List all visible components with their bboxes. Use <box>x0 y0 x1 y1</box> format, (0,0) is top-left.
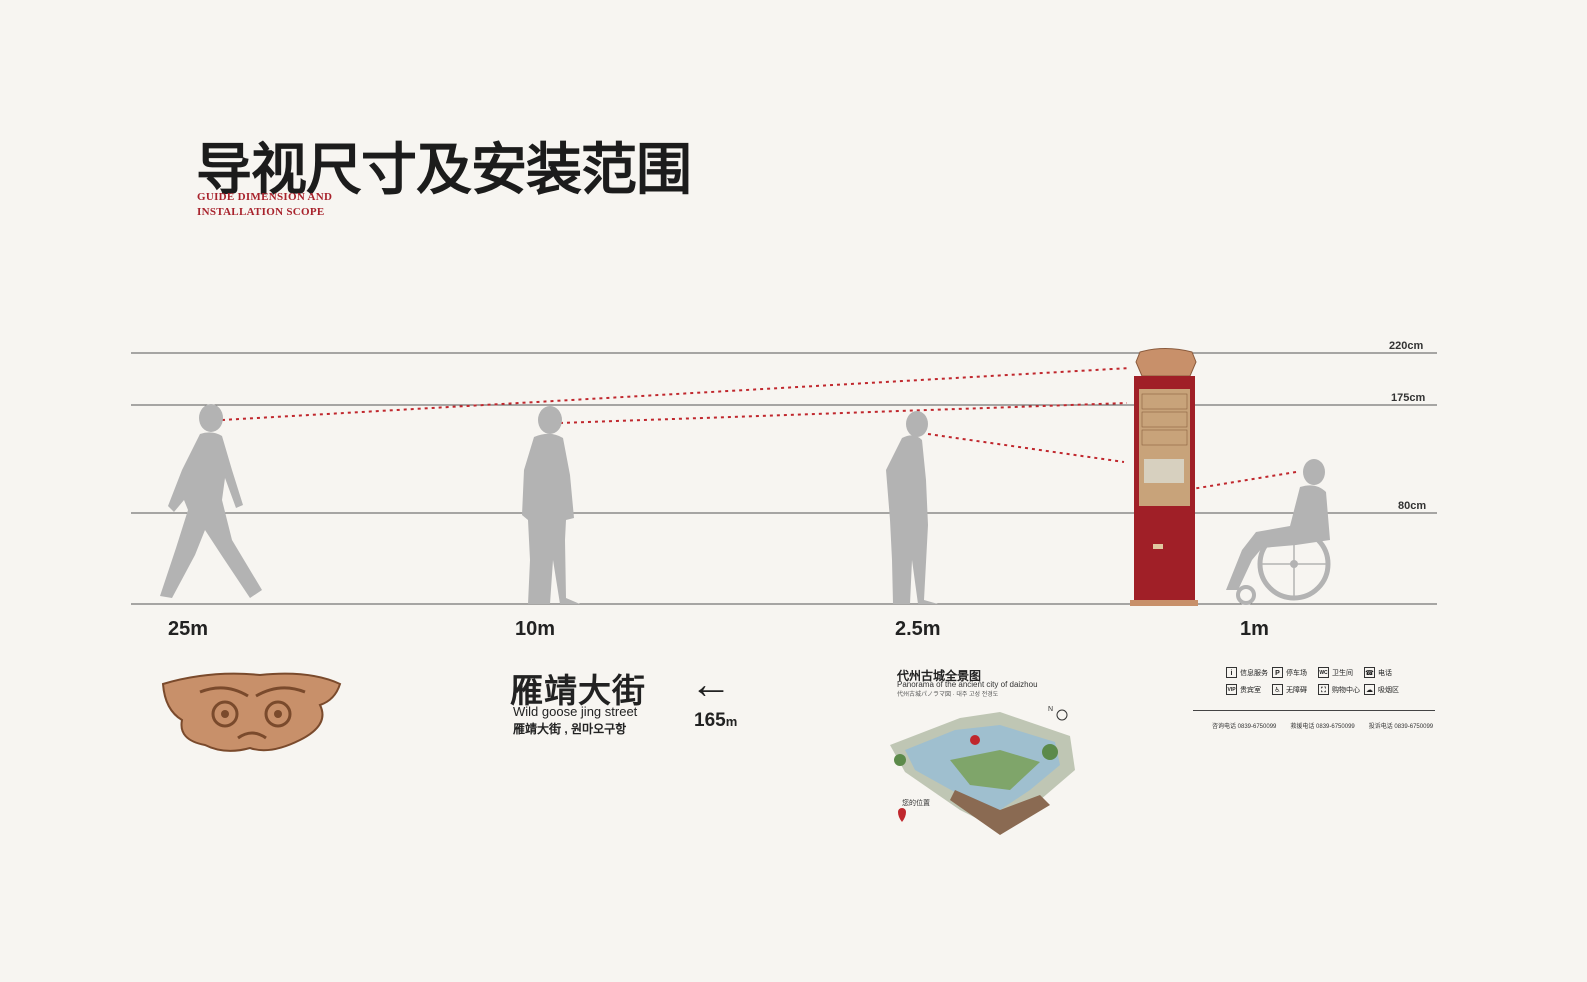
service-smoking: ☁吸烟区 <box>1364 684 1410 695</box>
panorama-subtitle: Panorama of the ancient city of daizhou <box>897 680 1038 689</box>
phone-complaint: 投诉电话 0839-6750099 <box>1368 724 1434 730</box>
height-label-80: 80cm <box>1398 500 1427 512</box>
sight-line-10m <box>559 402 1128 424</box>
standing-man-silhouette <box>522 406 580 604</box>
street-distance-value: 165 <box>694 710 726 731</box>
sight-line-2-5m <box>927 433 1125 463</box>
phone-icon: ☎ <box>1364 667 1375 678</box>
compass-label: N <box>1048 706 1054 713</box>
service-phone: ☎电话 <box>1364 667 1410 678</box>
info-icon: i <box>1226 667 1237 678</box>
distance-label-25m: 25m <box>168 618 209 640</box>
service-divider <box>1193 710 1435 711</box>
bronze-mask-ornament <box>161 672 342 752</box>
parking-icon: P <box>1272 667 1283 678</box>
street-distance-unit: m <box>725 714 738 729</box>
totem-mini-map <box>1144 459 1184 483</box>
subtitle-line-1: GUIDE DIMENSION AND <box>197 191 333 203</box>
vip-icon: VIP <box>1226 684 1237 695</box>
street-name-sub: 雁靖大街 , 원마오구항 <box>513 722 627 736</box>
wheelchair-icon: ♿ <box>1272 684 1283 695</box>
street-name-cn: 雁靖大街 <box>510 671 646 710</box>
elderly-man-silhouette <box>886 411 938 604</box>
service-shopping: ⛶购物中心 <box>1318 684 1364 695</box>
you-are-here-label: 您的位置 <box>902 800 930 807</box>
totem-base <box>1130 600 1198 606</box>
panorama-title: 代州古城全景图 <box>897 669 982 683</box>
sight-line-25m <box>221 367 1131 421</box>
distance-label-10m: 10m <box>515 618 556 640</box>
left-arrow-icon: ← <box>690 660 732 707</box>
shopping-icon: ⛶ <box>1318 684 1329 695</box>
sight-line-1m <box>1191 471 1297 490</box>
height-label-175: 175cm <box>1391 392 1426 404</box>
location-pin-icon <box>898 808 906 822</box>
totem-ornament-top <box>1135 348 1197 377</box>
street-distance: 165m <box>694 710 737 732</box>
totem-panel <box>1139 389 1190 506</box>
height-label-220: 220cm <box>1389 340 1424 352</box>
service-accessible: ♿无障碍 <box>1272 684 1318 695</box>
phone-rescue: 救援电话 0839-6750099 <box>1290 724 1355 730</box>
toilet-icon: WC <box>1318 667 1329 678</box>
walking-person-silhouette <box>160 404 262 598</box>
phone-consult: 咨询电话 0839-6750099 <box>1212 724 1277 730</box>
smoking-icon: ☁ <box>1364 684 1375 695</box>
panorama-subtitle-2: 代州古城パノラマ図 · 대주 고성 전경도 <box>897 692 999 698</box>
page-subtitle: GUIDE DIMENSION AND INSTALLATION SCOPE <box>197 190 332 220</box>
page-title: 导视尺寸及安装范围 <box>196 137 692 203</box>
distance-label-2-5m: 2.5m <box>895 618 941 640</box>
distance-label-1m: 1m <box>1240 618 1269 640</box>
subtitle-line-2: INSTALLATION SCOPE <box>197 206 325 218</box>
wheelchair-user-silhouette <box>1226 459 1331 605</box>
street-name-en: Wild goose jing street <box>513 704 638 719</box>
panorama-illustration <box>890 709 1075 835</box>
wayfinding-totem <box>1130 348 1198 606</box>
phone-numbers: 咨询电话 0839-6750099 救援电话 0839-6750099 投诉电话… <box>1212 721 1433 730</box>
